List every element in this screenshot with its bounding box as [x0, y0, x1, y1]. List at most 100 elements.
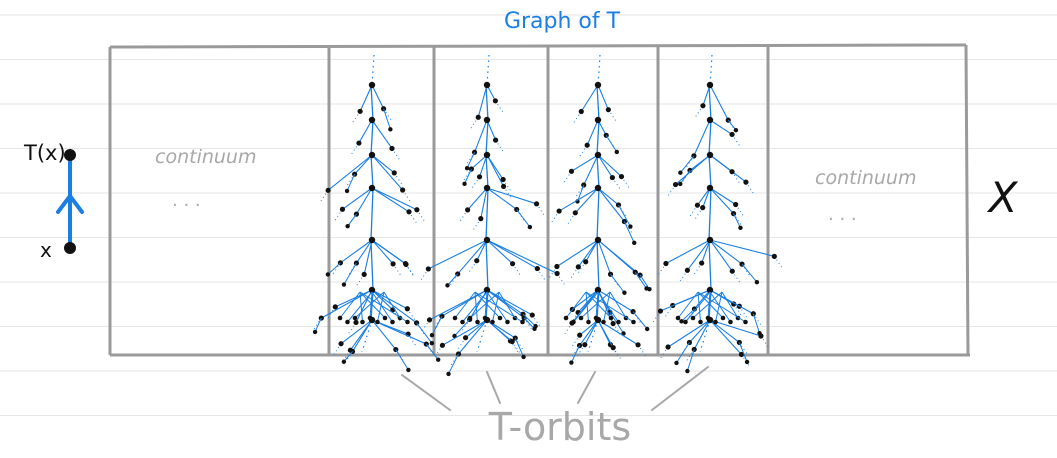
orbit-point	[414, 207, 420, 213]
spine-edge	[370, 239, 374, 291]
orbit-point	[474, 258, 480, 264]
branch-edge	[597, 154, 613, 178]
branch-edge	[686, 349, 695, 372]
branch-extension	[495, 139, 505, 153]
orbit-point	[610, 345, 616, 351]
branch-edge	[498, 291, 516, 319]
orbit-point	[478, 216, 484, 222]
orbit-point	[375, 319, 380, 325]
orbit-point	[679, 319, 684, 324]
orbit-point	[483, 116, 491, 124]
branch-edge	[464, 168, 472, 185]
spine-edge	[485, 187, 489, 241]
branch-extension	[402, 189, 412, 203]
branch-extension	[407, 333, 417, 347]
orbit-point	[445, 283, 450, 288]
spine-edge	[485, 154, 489, 189]
branch-extension	[516, 209, 526, 222]
orbit-point	[594, 236, 602, 244]
frame-right-edge	[964, 44, 970, 356]
branch-edge	[707, 291, 711, 319]
branch-edge	[383, 291, 401, 319]
orbit-point	[706, 286, 714, 294]
orbit-point	[729, 131, 735, 138]
branch-extension	[678, 270, 688, 283]
branch-extension	[733, 303, 743, 317]
orbit-point	[462, 181, 467, 187]
orbit-point	[706, 116, 714, 124]
orbit-tree	[548, 54, 652, 365]
branch-edge	[522, 313, 536, 327]
orbit-point	[509, 261, 516, 267]
spine-edge	[370, 187, 374, 241]
branch-extension	[332, 343, 342, 356]
orbit-point	[332, 304, 338, 310]
branch-edge	[448, 353, 459, 375]
left-continuum-ellipsis: . . .	[172, 190, 201, 211]
branch-edge	[752, 313, 760, 334]
branch-edge	[352, 319, 373, 352]
branch-edge	[358, 119, 373, 144]
spine-extension	[476, 319, 488, 353]
branch-edge	[585, 291, 612, 319]
right-continuum-ellipsis: . . .	[828, 204, 857, 225]
branch-extension	[612, 177, 621, 190]
branch-edge	[618, 204, 631, 227]
orbit-point	[690, 315, 696, 321]
branch-edge	[571, 289, 599, 324]
branch-extension	[393, 172, 403, 186]
branch-edge	[574, 187, 599, 214]
orbit-point	[344, 188, 350, 194]
orbit-point	[483, 286, 491, 294]
orbit-point	[476, 174, 483, 180]
orbit-point	[493, 137, 499, 143]
orbit-point	[608, 315, 614, 321]
orbit-point	[706, 184, 714, 192]
branch-extension	[319, 190, 329, 203]
orbit-point	[352, 315, 358, 321]
orbit-point	[728, 319, 733, 325]
branch-edge	[486, 239, 513, 265]
branch-extension	[348, 213, 357, 227]
branch-edge	[733, 213, 741, 229]
branch-edge	[514, 337, 525, 358]
spine-edge	[485, 119, 489, 156]
orbit-point	[368, 116, 376, 124]
orbit-point	[631, 319, 636, 325]
orbit-point	[594, 116, 602, 124]
branch-edge	[597, 187, 625, 222]
orbit-point	[699, 260, 705, 266]
branch-edge	[371, 187, 410, 213]
branch-edge	[479, 154, 488, 178]
branch-extension	[566, 212, 576, 226]
orbit-point	[467, 315, 473, 321]
orbit-point	[738, 351, 745, 358]
branch-edge	[680, 155, 695, 174]
orbit-point	[644, 326, 650, 332]
branch-edge	[359, 291, 408, 323]
branch-edge	[694, 289, 711, 310]
branch-extension	[355, 274, 365, 287]
branch-extension	[406, 308, 416, 322]
branch-edge	[355, 239, 373, 264]
orbit-point	[500, 176, 506, 183]
orbit-point	[520, 319, 525, 325]
spine-edge	[708, 154, 712, 189]
branch-edge	[347, 213, 357, 227]
branch-extension	[468, 260, 478, 273]
orbit-point	[497, 315, 503, 321]
branch-extension	[621, 176, 630, 189]
orbit-point	[402, 261, 409, 267]
orbit-point	[594, 184, 602, 192]
orbit-point	[586, 319, 591, 325]
branch-extension	[741, 263, 751, 277]
orbit-point	[691, 346, 697, 353]
branch-extension	[331, 262, 341, 276]
branch-extension	[548, 266, 558, 279]
branch-edge	[715, 291, 723, 323]
orbit-point	[341, 359, 347, 364]
branch-edge	[570, 345, 580, 363]
orbit-point	[683, 319, 688, 325]
branch-edge	[369, 291, 373, 319]
branch-extension	[738, 305, 748, 319]
